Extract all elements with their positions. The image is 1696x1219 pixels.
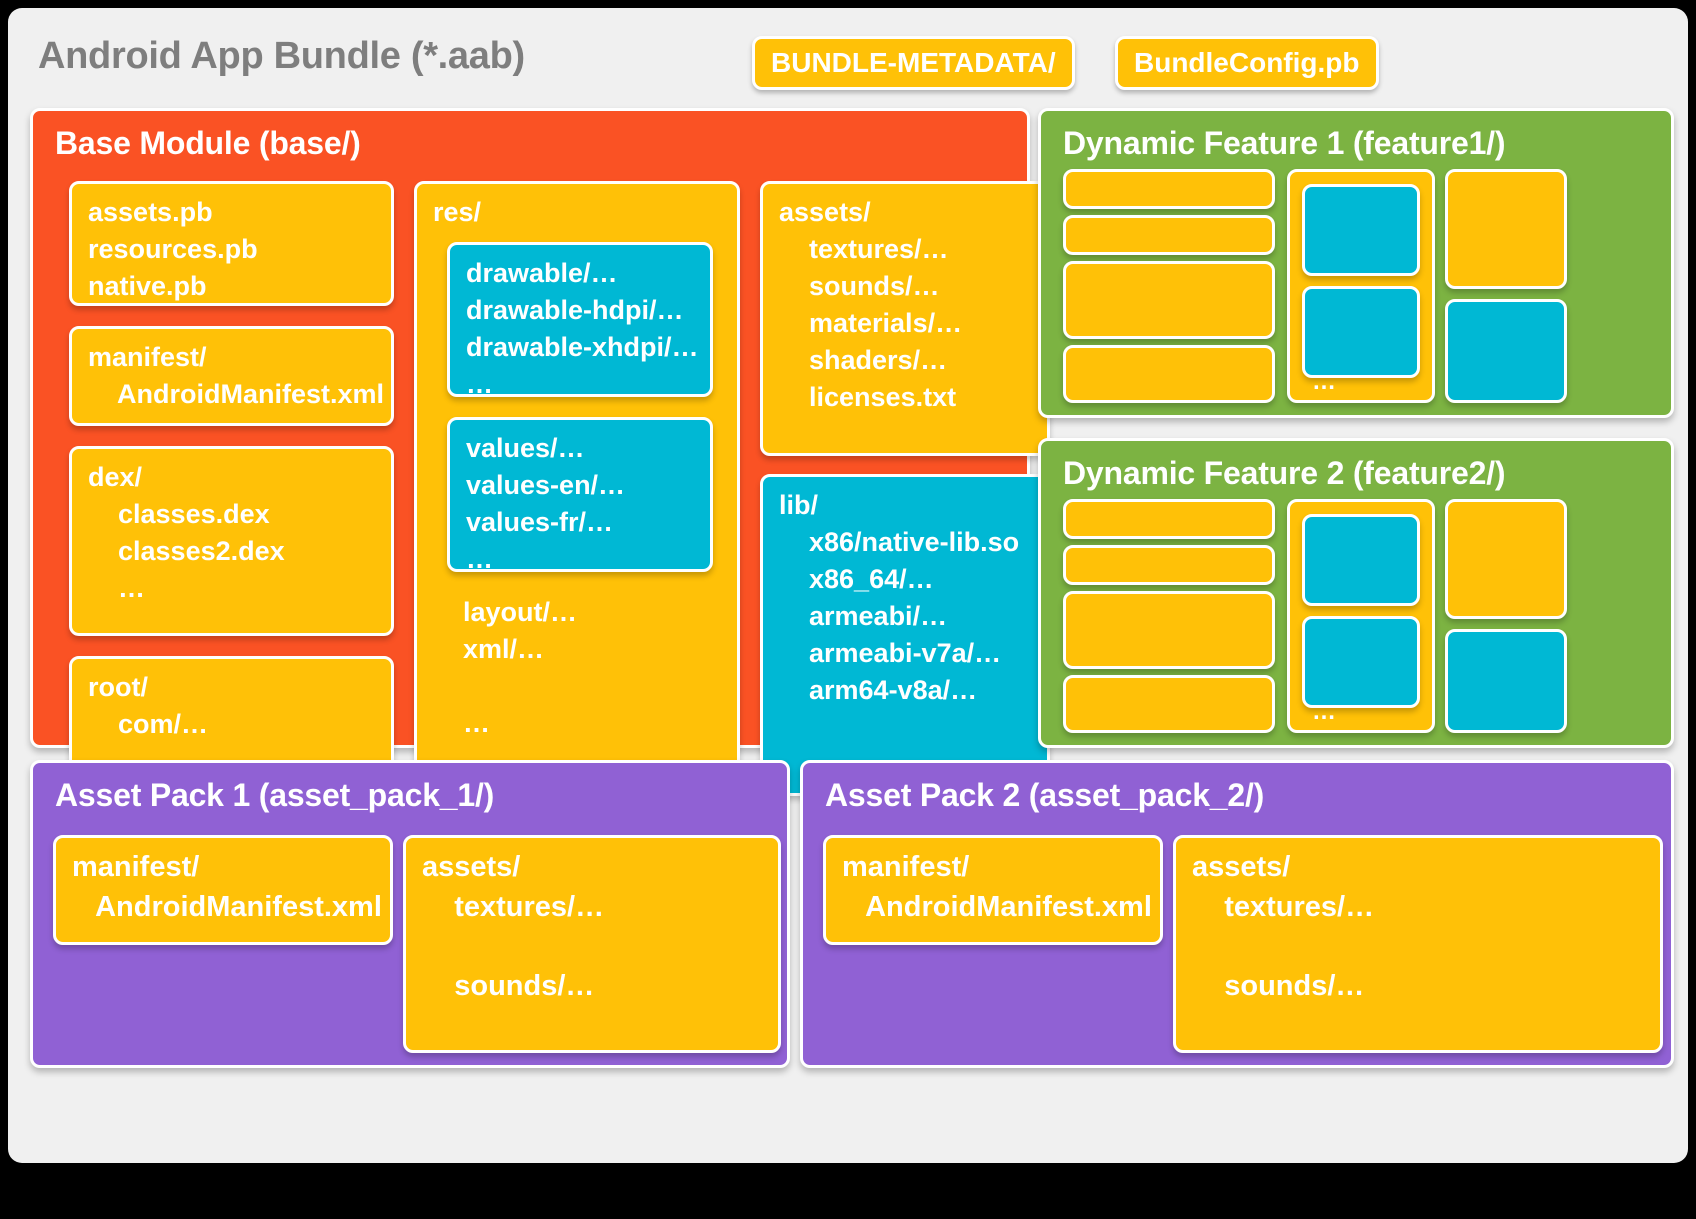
dynamic-feature-2-title: Dynamic Feature 2 (feature2/) bbox=[1063, 455, 1506, 491]
asset-pack-2-manifest-box: manifest/ AndroidManifest.xml bbox=[823, 835, 1163, 945]
base-lib-text: lib/ x86/native-lib.so x86_64/… armeabi/… bbox=[779, 490, 1020, 705]
asset-pack-1-title: Asset Pack 1 (asset_pack_1/) bbox=[55, 777, 495, 813]
asset-pack-1-assets-box: assets/ textures/… sounds/… materials/… … bbox=[403, 835, 781, 1053]
base-dex-text: dex/ classes.dex classes2.dex … bbox=[88, 462, 285, 603]
feature-entry-box bbox=[1063, 261, 1275, 339]
base-dex-box: dex/ classes.dex classes2.dex … bbox=[69, 446, 394, 636]
base-module-panel: Base Module (base/) assets.pb resources.… bbox=[30, 108, 1050, 796]
feature-entry-box bbox=[1063, 675, 1275, 733]
feature-res-ellipsis: … bbox=[1312, 698, 1336, 725]
feature-entry-box bbox=[1063, 215, 1275, 255]
feature-assets-box bbox=[1445, 169, 1567, 289]
base-res-drawable-box: drawable/… drawable-hdpi/… drawable-xhdp… bbox=[447, 242, 713, 397]
asset-pack-2-assets-box: assets/ textures/… sounds/… materials/… … bbox=[1173, 835, 1663, 1053]
base-res-tail-text: layout/… xml/… … bbox=[463, 597, 578, 738]
base-assets-box: assets/ textures/… sounds/… materials/… … bbox=[760, 181, 1050, 456]
feature-entry-box bbox=[1063, 345, 1275, 403]
bundle-metadata-chip: BUNDLE-METADATA/ bbox=[752, 36, 1075, 90]
feature-assets-box bbox=[1445, 499, 1567, 619]
base-res-values-box: values/… values-en/… values-fr/… … bbox=[447, 417, 713, 572]
base-protobuf-files-text: assets.pb resources.pb native.pb bbox=[88, 197, 258, 301]
asset-pack-1-manifest-text: manifest/ AndroidManifest.xml bbox=[72, 851, 382, 923]
feature-res-box: … bbox=[1287, 499, 1435, 733]
base-manifest-text: manifest/ AndroidManifest.xml bbox=[88, 342, 385, 409]
base-lib-box: lib/ x86/native-lib.so x86_64/… armeabi/… bbox=[760, 474, 1050, 796]
page-title: Android App Bundle (*.aab) bbox=[38, 35, 525, 77]
feature-res-box: … bbox=[1287, 169, 1435, 403]
asset-pack-1-manifest-box: manifest/ AndroidManifest.xml bbox=[53, 835, 393, 945]
asset-pack-2-assets-text: assets/ textures/… sounds/… materials/… … bbox=[1192, 851, 1389, 1050]
app-bundle-card: Android App Bundle (*.aab) BUNDLE-METADA… bbox=[8, 8, 1688, 1163]
bundle-config-chip: BundleConfig.pb bbox=[1115, 36, 1379, 90]
dynamic-feature-1-title: Dynamic Feature 1 (feature1/) bbox=[1063, 125, 1506, 161]
base-module-title: Base Module (base/) bbox=[55, 125, 361, 161]
base-assets-text: assets/ textures/… sounds/… materials/… … bbox=[779, 197, 963, 412]
feature-res-split-box bbox=[1302, 184, 1420, 276]
asset-pack-2-title: Asset Pack 2 (asset_pack_2/) bbox=[825, 777, 1265, 813]
base-res-drawable-text: drawable/… drawable-hdpi/… drawable-xhdp… bbox=[466, 258, 699, 397]
base-protobuf-files-box: assets.pb resources.pb native.pb bbox=[69, 181, 394, 306]
feature-entry-box bbox=[1063, 499, 1275, 539]
feature-entry-box bbox=[1063, 545, 1275, 585]
base-manifest-box: manifest/ AndroidManifest.xml bbox=[69, 326, 394, 426]
feature-res-split-box bbox=[1302, 514, 1420, 606]
feature-lib-box bbox=[1445, 629, 1567, 733]
base-res-box: res/ drawable/… drawable-hdpi/… drawable… bbox=[414, 181, 740, 796]
feature-entry-box bbox=[1063, 169, 1275, 209]
feature-entry-box bbox=[1063, 591, 1275, 669]
feature-res-split-box bbox=[1302, 616, 1420, 708]
asset-pack-2-manifest-text: manifest/ AndroidManifest.xml bbox=[842, 851, 1152, 923]
feature-lib-box bbox=[1445, 299, 1567, 403]
asset-pack-2-panel: Asset Pack 2 (asset_pack_2/) manifest/ A… bbox=[800, 760, 1674, 1068]
base-res-values-text: values/… values-en/… values-fr/… … bbox=[466, 433, 626, 572]
feature-res-split-box bbox=[1302, 286, 1420, 378]
asset-pack-1-assets-text: assets/ textures/… sounds/… materials/… … bbox=[422, 851, 619, 1050]
asset-pack-1-panel: Asset Pack 1 (asset_pack_1/) manifest/ A… bbox=[30, 760, 790, 1068]
dynamic-feature-1-panel: Dynamic Feature 1 (feature1/) … bbox=[1038, 108, 1674, 418]
base-res-label: res/ bbox=[433, 197, 482, 227]
feature-res-ellipsis: … bbox=[1312, 368, 1336, 395]
dynamic-feature-2-panel: Dynamic Feature 2 (feature2/) … bbox=[1038, 438, 1674, 748]
